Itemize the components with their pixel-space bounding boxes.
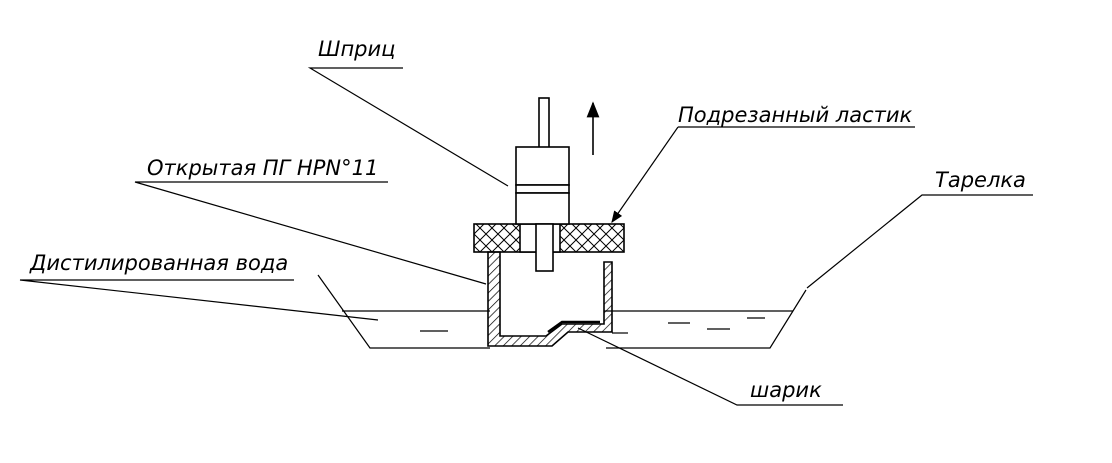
eraser-label: Подрезанный ластик: [678, 103, 913, 127]
syringe-piston: [515, 184, 570, 194]
leader-open-pg: [134, 181, 487, 285]
plate-label: Тарелка: [935, 168, 1026, 192]
syringe-barrel-lower: [515, 192, 570, 225]
leader-ball: [577, 327, 843, 406]
ball-label: шарик: [750, 378, 822, 402]
leader-water: [19, 279, 379, 321]
syringe-plunger-rod: [538, 97, 550, 149]
leader-eraser: [611, 126, 679, 223]
water-label: Дистилированная вода: [29, 251, 288, 275]
open-pg-label: Открытая ПГ НРN°11: [147, 156, 378, 180]
syringe-nozzle: [535, 223, 554, 272]
syringe: [515, 97, 570, 272]
plate-left-wall: [317, 274, 490, 349]
leader-syringe: [307, 67, 509, 187]
container-wall: [487, 251, 613, 347]
syringe-barrel-upper: [515, 146, 570, 186]
ball-seat: [547, 320, 600, 333]
plate-right-wall: [606, 289, 807, 349]
leader-plate: [806, 194, 1033, 289]
leader-lines: [19, 67, 1033, 406]
open-pg-container: [487, 251, 613, 347]
water: [342, 310, 793, 334]
syringe-label: Шприц: [318, 37, 395, 61]
plate: [317, 274, 807, 349]
